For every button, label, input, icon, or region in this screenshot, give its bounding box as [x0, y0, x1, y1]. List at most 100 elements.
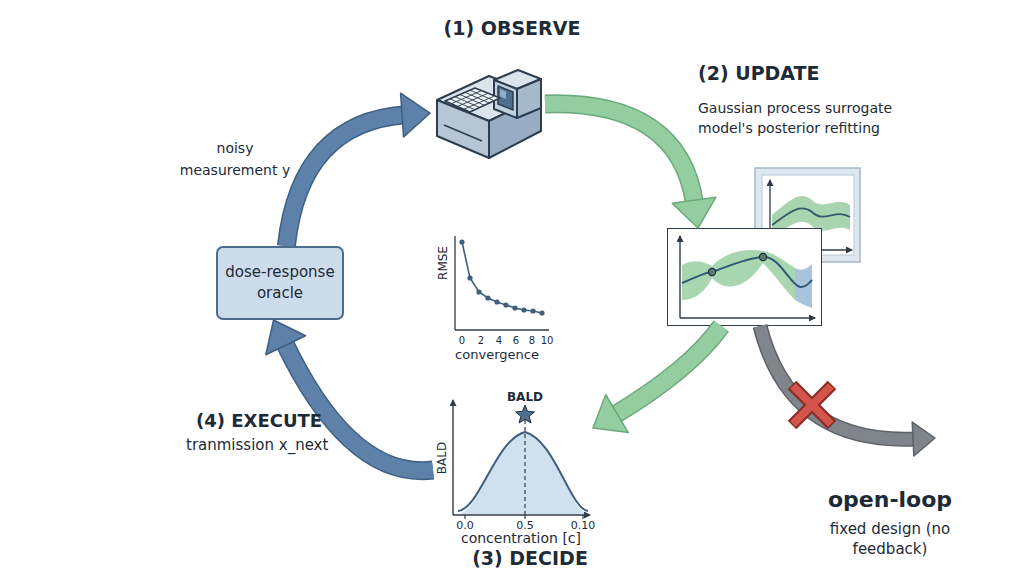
arrow-shaft — [545, 104, 695, 205]
key-col — [455, 97, 480, 108]
arrow-outline — [613, 326, 721, 416]
arrow-head — [593, 395, 628, 433]
arrow-shaft — [613, 326, 721, 416]
tick-label: 0.5 — [507, 519, 543, 532]
rmse-point — [494, 299, 499, 304]
bald-argmax-line — [524, 420, 525, 515]
tick-label: 4 — [487, 334, 511, 347]
keyboard — [445, 88, 500, 112]
cross-stroke — [792, 385, 832, 425]
posterior-plot-area — [667, 228, 822, 326]
inset-mean-curve — [772, 208, 850, 225]
arrow-head — [672, 197, 716, 228]
rmse-point — [485, 295, 490, 300]
tick-label: 8 — [520, 334, 544, 347]
stage-heading: (3) DECIDE — [430, 546, 630, 570]
key-col — [450, 99, 475, 110]
axis-label: BALD — [435, 433, 449, 483]
key-col — [470, 90, 495, 101]
tick-label: 6 — [504, 334, 528, 347]
branch-heading: open-loop — [815, 487, 965, 513]
bald-tick — [524, 515, 525, 519]
bald-tick — [464, 515, 465, 519]
bald-y-axis — [452, 400, 453, 515]
stage-heading: (1) OBSERVE — [412, 16, 612, 40]
key-col — [465, 92, 490, 103]
axis-label: concentration [c] — [431, 530, 611, 546]
rmse-y-axis — [454, 236, 455, 330]
bald-curve — [458, 432, 588, 511]
arrow-outline — [760, 326, 916, 439]
rmse-plot — [455, 236, 549, 330]
rmse-x-axis — [455, 329, 549, 330]
cross-stroke — [793, 386, 831, 424]
flow-arrow — [593, 326, 721, 433]
stage-heading: (4) EXECUTE — [196, 410, 366, 432]
plot-title: BALD — [495, 390, 555, 404]
posterior-x-axis — [680, 317, 815, 318]
arrow-shaft — [760, 326, 916, 439]
stage-description: Gaussian process surrogate model's poste… — [698, 98, 913, 138]
open-loop-node: open-loop fixed design (no feedback) — [815, 438, 965, 560]
stage-description: tranmission x_next — [186, 435, 361, 455]
tick-label: 0.10 — [565, 519, 601, 532]
arrow-head — [912, 422, 935, 456]
rmse-point — [467, 275, 472, 280]
keyboard-keys — [450, 90, 495, 110]
arrow-head — [401, 93, 430, 137]
observation-point — [759, 253, 766, 260]
rmse-point — [459, 239, 464, 244]
tick-label: 0 — [450, 334, 474, 347]
stage-heading: (2) UPDATE — [698, 61, 898, 85]
observation-point — [708, 268, 715, 275]
rmse-curve — [462, 242, 542, 313]
bald-x-axis — [453, 514, 590, 515]
flow-arrow — [545, 104, 716, 228]
monitor-glare — [500, 89, 506, 99]
argmax-star — [516, 405, 535, 423]
arrow-head — [266, 320, 306, 355]
rmse-point — [503, 302, 508, 307]
rmse-point — [512, 305, 517, 310]
axis-label: convergence — [437, 347, 557, 363]
bald-tick — [582, 515, 583, 519]
arrow-outline — [286, 115, 406, 246]
posterior-mean — [682, 257, 812, 287]
observe-stage: (1) OBSERVE — [430, 58, 545, 150]
feedback-arrow — [286, 93, 430, 246]
tick-label: 2 — [469, 334, 493, 347]
arrow-outline — [545, 104, 695, 205]
rmse-point — [539, 310, 544, 315]
arrow-shaft — [286, 115, 406, 246]
tick-label: 10 — [535, 334, 559, 347]
bald-plot — [453, 400, 590, 519]
rmse-point — [521, 307, 526, 312]
computer-slot — [444, 125, 482, 141]
cross-stroke — [793, 386, 831, 424]
key-col — [460, 95, 485, 106]
edge-label: noisy measurement y — [175, 137, 295, 181]
rmse-point — [530, 308, 535, 313]
branch-description: fixed design (no feedback) — [827, 519, 953, 559]
blocked-cross — [792, 385, 832, 425]
bald-area — [458, 432, 588, 514]
acquisition-plot: (3) DECIDE — [433, 393, 593, 533]
posterior-plot — [667, 228, 822, 326]
posterior-y-axis — [679, 236, 680, 318]
oracle-box: dose-response oracle — [216, 246, 344, 320]
open-loop-arrow — [760, 326, 935, 456]
monitor-side — [517, 79, 541, 118]
axis-label: RMSE — [436, 238, 450, 288]
box-label: dose-response oracle — [222, 262, 338, 304]
computer-illustration — [437, 70, 541, 158]
tick-label: 0.0 — [447, 519, 483, 532]
rmse-point — [476, 289, 481, 294]
cross-stroke — [792, 385, 832, 425]
surrogate-plot: (2) UPDATEGaussian process surrogate mod… — [667, 228, 822, 326]
